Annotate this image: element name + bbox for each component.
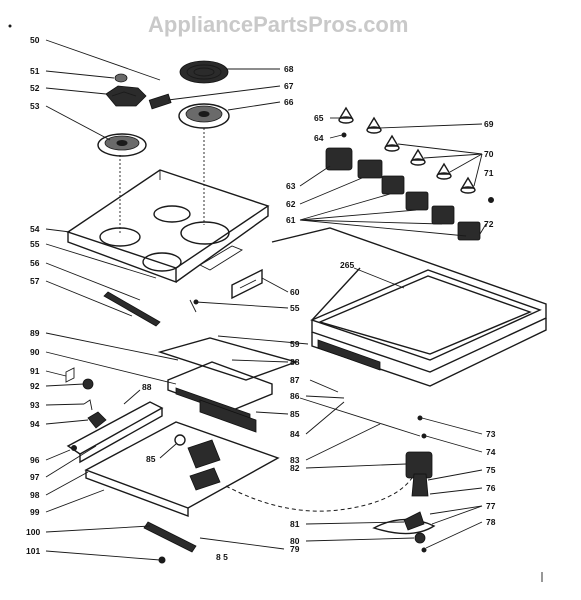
part-label: 87 [290, 375, 300, 385]
small-parts-91-94 [65, 367, 107, 429]
watermark-text: AppliancePartsPros.com [148, 12, 408, 37]
part-label: 81 [290, 519, 300, 529]
part-label: 71 [484, 168, 494, 178]
part-label: 97 [30, 472, 40, 482]
part-label: 64 [314, 133, 324, 143]
part-label: 82 [290, 463, 300, 473]
lower-bracket-100 [143, 521, 197, 564]
control-panel-89-90 [157, 337, 299, 433]
part-label: 85 [290, 409, 300, 419]
part-label: 98 [30, 490, 40, 500]
terminal-block-67 [148, 93, 172, 110]
bracket-60 [231, 268, 263, 300]
part-label: 92 [30, 381, 40, 391]
part-label: 57 [30, 276, 40, 286]
part-label: 56 [30, 258, 40, 268]
bottom-panel-99 [84, 421, 280, 518]
main-top-cooktop [66, 169, 270, 284]
part-label: 265 [340, 260, 354, 270]
thermostat-assembly-73-82 [299, 397, 436, 553]
drip-pan-66 [178, 103, 230, 129]
part-label: 59 [290, 339, 300, 349]
stray-mark [8, 24, 12, 28]
part-label: 61 [286, 215, 296, 225]
part-label: 77 [486, 501, 496, 511]
part-label: 51 [30, 66, 40, 76]
part-label: 80 [290, 536, 300, 546]
part-label: 83 [290, 455, 300, 465]
part-label: 63 [286, 181, 296, 191]
part-label: 62 [286, 199, 296, 209]
knobs-and-switches [325, 106, 494, 241]
part-label: 101 [26, 546, 40, 556]
part-label: 8 5 [216, 552, 228, 562]
part-label: 79 [290, 544, 300, 554]
part-label: 53 [30, 101, 40, 111]
part-label: 86 [290, 391, 300, 401]
part-label: 100 [26, 527, 40, 537]
part-label: 68 [284, 64, 294, 74]
part-label: 73 [486, 429, 496, 439]
side-trim-57 [103, 291, 161, 327]
element-bracket-51-52 [105, 73, 147, 107]
back-panel-96-98 [66, 401, 164, 464]
part-label: 70 [484, 149, 494, 159]
leader-lines [45, 39, 487, 561]
part-label: 94 [30, 419, 40, 429]
part-label: 90 [30, 347, 40, 357]
part-label: 88 [142, 382, 152, 392]
part-labels: 50 51 52 53 54 55 56 57 89 90 91 92 93 9… [26, 35, 496, 562]
part-label: 75 [486, 465, 496, 475]
part-label: 60 [290, 287, 300, 297]
part-label: 69 [484, 119, 494, 129]
part-label: 66 [284, 97, 294, 107]
part-label: 72 [484, 219, 494, 229]
part-label: 76 [486, 483, 496, 493]
part-label: 55 [290, 303, 300, 313]
part-label: 74 [486, 447, 496, 457]
part-label: 96 [30, 455, 40, 465]
part-label: 89 [30, 328, 40, 338]
drip-pan-53 [97, 133, 147, 157]
surface-element-68 [179, 60, 229, 84]
control-panel-glass-265 [271, 227, 547, 387]
part-label: 88 [290, 357, 300, 367]
part-label: 52 [30, 83, 40, 93]
part-label: 55 [30, 239, 40, 249]
part-label: 91 [30, 366, 40, 376]
part-label: 50 [30, 35, 40, 45]
part-label: 84 [290, 429, 300, 439]
part-label: 93 [30, 400, 40, 410]
part-label: 67 [284, 81, 294, 91]
part-label: 85 [146, 454, 156, 464]
part-label: 54 [30, 224, 40, 234]
part-label: 78 [486, 517, 496, 527]
part-label: 65 [314, 113, 324, 123]
part-label: 99 [30, 507, 40, 517]
